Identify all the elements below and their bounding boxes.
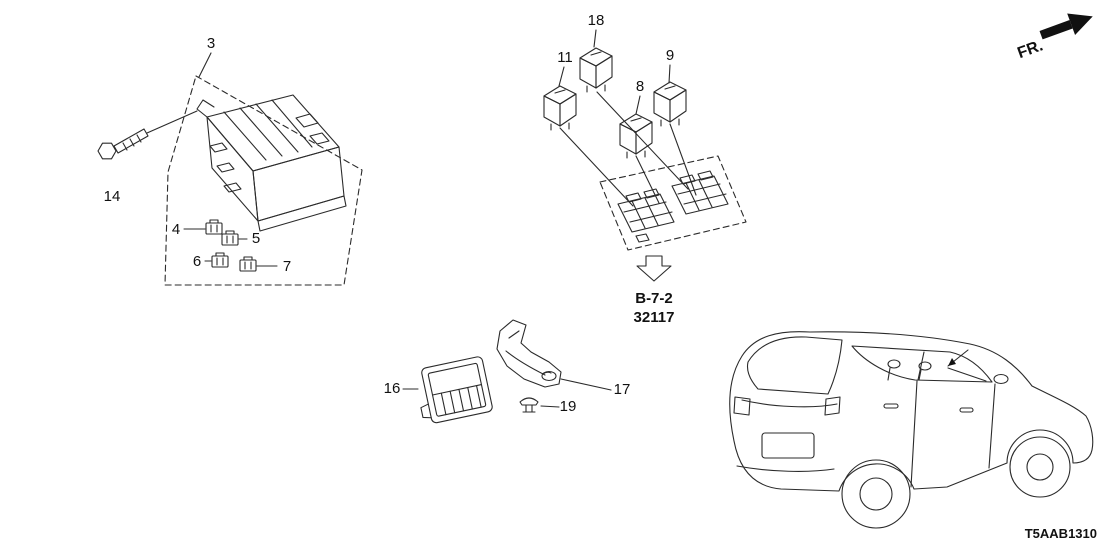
leader-relay18-socket — [596, 91, 689, 190]
clip-drawing — [519, 397, 539, 413]
callout-17: 17 — [614, 381, 631, 398]
vehicle-door-handle-front — [959, 407, 974, 413]
vehicle-door-seam-front — [988, 383, 996, 469]
vehicle-drawing — [729, 331, 1094, 529]
callout-6: 6 — [193, 253, 201, 270]
callout-16: 16 — [384, 380, 401, 397]
vehicle-bumper-line — [736, 465, 835, 472]
vehicle-mirror — [993, 373, 1009, 385]
vehicle-door-handle-rear — [883, 403, 899, 409]
vehicle-front-wheel — [1009, 436, 1071, 498]
relay-socket-right-drawing — [671, 170, 729, 215]
control-module-drawing — [420, 356, 493, 424]
callout-7: 7 — [283, 258, 291, 275]
leader-8 — [635, 95, 641, 115]
leader-relay9-socket — [669, 123, 697, 196]
fr-direction-indicator: FR. — [1015, 13, 1093, 62]
vehicle-headrest-rear — [887, 359, 901, 369]
vehicle-taillight-left — [733, 396, 751, 416]
leader-17 — [560, 378, 612, 391]
relay-9-drawing — [653, 81, 687, 127]
vehicle-location-arrowhead — [948, 358, 956, 366]
callout-18: 18 — [588, 12, 605, 29]
fuse-box-dashed-outline — [164, 75, 363, 286]
vehicle-dash-line — [947, 367, 987, 382]
reference-label-line2: 32117 — [634, 309, 675, 326]
connector-clip-6 — [211, 252, 229, 268]
relay-box-dashed-outline — [599, 155, 747, 251]
leader-19 — [540, 405, 560, 408]
fr-arrow-head — [1067, 13, 1093, 36]
fuse-box-drawing — [196, 94, 347, 232]
vehicle-side-glass — [851, 345, 993, 383]
callout-14: 14 — [104, 188, 121, 205]
vehicle-taillight-right — [824, 396, 841, 416]
vehicle-front-hub — [1026, 453, 1054, 481]
leader-14 — [146, 110, 198, 134]
vehicle-rear-hub — [859, 477, 893, 511]
callout-5: 5 — [252, 230, 260, 247]
relay-socket-left-drawing — [617, 188, 675, 243]
vehicle-rear-wheel — [841, 459, 911, 529]
relay-11-drawing — [543, 85, 577, 131]
relay-18-drawing — [579, 47, 613, 93]
bolt-drawing — [97, 128, 149, 160]
connector-clip-7 — [239, 256, 257, 272]
relay-8-drawing — [619, 113, 653, 159]
fr-arrow-shaft — [1039, 20, 1073, 40]
leader-18 — [593, 29, 597, 48]
leader-relay11-socket — [559, 127, 634, 207]
vehicle-license-recess — [761, 432, 815, 459]
leader-3 — [198, 52, 212, 78]
callout-3: 3 — [207, 35, 215, 52]
connector-clip-5 — [221, 230, 239, 246]
callout-11: 11 — [557, 49, 573, 66]
leader-lines — [146, 29, 697, 408]
callout-9: 9 — [666, 47, 674, 64]
leader-9 — [668, 64, 671, 84]
bracket-drawing — [496, 319, 562, 388]
vehicle-hatch-seam — [741, 399, 838, 408]
leader-11 — [558, 66, 565, 87]
leader-relay8-socket — [635, 155, 660, 204]
callout-4: 4 — [172, 221, 180, 238]
fr-label: FR. — [1015, 37, 1045, 62]
diagram-code: T5AAB1310 — [1025, 526, 1097, 541]
vehicle-rear-glass — [746, 336, 843, 395]
vehicle-headrest-front — [918, 361, 932, 371]
vehicle-b-pillar — [917, 351, 925, 381]
vehicle-door-seam-rear — [910, 380, 918, 488]
callout-19: 19 — [560, 398, 577, 415]
callout-8: 8 — [636, 78, 644, 95]
connector-clip-4 — [205, 219, 223, 235]
vehicle-body-outline — [729, 331, 1094, 492]
reference-arrow-icon — [636, 255, 672, 282]
reference-label-line1: B-7-2 — [635, 290, 673, 307]
